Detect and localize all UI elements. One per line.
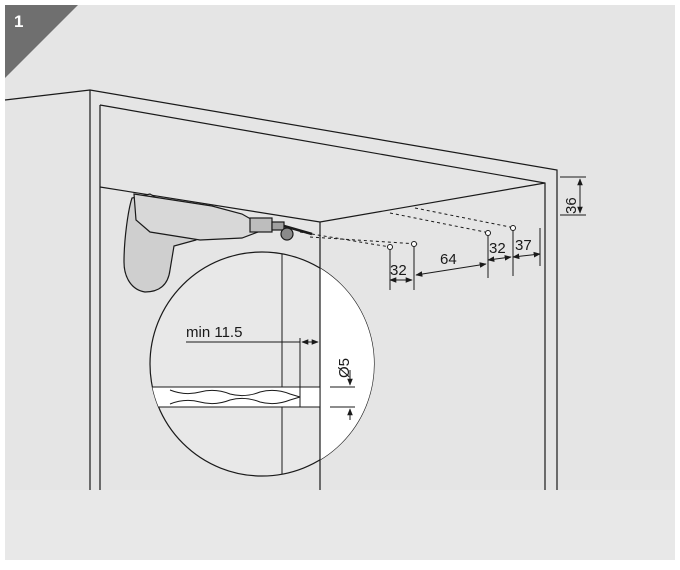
dimension-height: [560, 176, 586, 216]
footer-band: [5, 490, 675, 560]
dimension-edge-label: 37: [515, 237, 532, 254]
dimension-height-label: 36: [563, 197, 580, 214]
step-number: 1: [14, 12, 23, 31]
panel-background: [5, 5, 675, 560]
dimension-spacing-c-label: 32: [489, 240, 506, 257]
dimension-spacing: [389, 251, 541, 283]
dimension-spacing-b-label: 64: [440, 251, 457, 268]
drill-holes: [387, 225, 516, 250]
power-drill-icon: [123, 193, 313, 293]
step-badge: 1: [5, 5, 78, 78]
hole-guides: [299, 207, 516, 248]
drill-diameter-label: Ø5: [336, 358, 353, 378]
dimension-spacing-a-label: 32: [390, 262, 407, 279]
min-depth-label: min 11.5: [186, 324, 242, 341]
drill-bit-icon: [169, 389, 301, 405]
